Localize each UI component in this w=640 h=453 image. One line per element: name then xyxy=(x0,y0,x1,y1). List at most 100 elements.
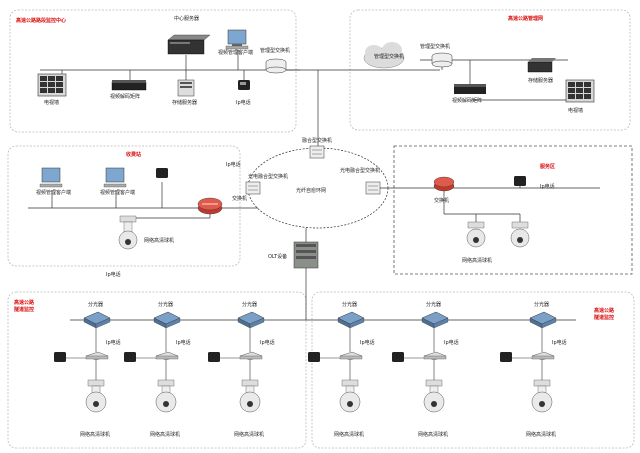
decoder-matrix-icon xyxy=(111,80,147,91)
label-ip-phone-right: Ip电话 xyxy=(540,183,555,190)
title-monitor-center: 高速公路路段监控中心 xyxy=(16,17,66,24)
ip-phone-icon-mid xyxy=(156,168,168,178)
ip-phone-icon xyxy=(54,352,66,362)
label-switch-left: 交换机 xyxy=(232,195,247,202)
dome-camera-icon xyxy=(339,379,361,413)
onu-icon xyxy=(85,351,109,361)
label-camera: 网络高清球机 xyxy=(234,431,264,438)
ip-phone-icon xyxy=(392,352,404,362)
label-monitor-client: 视频管理客户端 xyxy=(218,49,253,56)
router-icon-left xyxy=(197,197,223,215)
toll-storage-icon xyxy=(527,58,556,73)
title-tunnel-right: 高速公路 xyxy=(594,307,615,314)
splitter-icon xyxy=(529,311,557,329)
splitter-icon xyxy=(153,311,181,329)
label-splitter: 分光器 xyxy=(88,301,103,308)
title-tunnel-right-2: 隧道监控 xyxy=(594,314,614,321)
label-pc-2: 视频管理客户端 xyxy=(100,189,135,196)
label-ip-phone: Ip电话 xyxy=(260,339,275,346)
pc-icon-1 xyxy=(39,167,63,188)
toll-decoder-icon xyxy=(454,84,486,94)
ip-phone-icon xyxy=(124,352,136,362)
label-toll-video-wall: 电视墙 xyxy=(568,107,583,114)
title-tunnel-left-2: 隧道监控 xyxy=(14,306,34,313)
title-service-area: 收费站 xyxy=(126,151,141,158)
label-toll-mgmt-switch: 管理型交换机 xyxy=(420,43,450,50)
onu-icon xyxy=(339,351,363,361)
ip-phone-icon xyxy=(308,352,320,362)
label-ip-phone: Ip电话 xyxy=(444,339,459,346)
region-service-area xyxy=(7,145,241,267)
label-ip-phone-top: Ip电话 xyxy=(236,99,251,106)
toll-mgmt-switch-icon xyxy=(431,52,453,68)
central-server-icon xyxy=(167,34,211,55)
label-splitter: 分光器 xyxy=(342,301,357,308)
onu-icon xyxy=(423,351,447,361)
monitor-pc-icon xyxy=(225,29,249,50)
label-ip-phone: Ip电话 xyxy=(360,339,375,346)
label-ip-phone: Ip电话 xyxy=(106,339,121,346)
dome-camera-rest-2 xyxy=(510,221,530,248)
region-monitor-center xyxy=(9,9,297,133)
label-storage-server: 存储服务器 xyxy=(172,99,197,106)
label-camera-left: 网络高清球机 xyxy=(144,237,174,244)
label-optical-switch-right: 光电融合型交换机 xyxy=(340,167,380,174)
label-ip-phone: Ip电话 xyxy=(552,339,567,346)
splitter-icon xyxy=(421,311,449,329)
dome-camera-icon xyxy=(239,379,261,413)
label-central-server: 中心服务器 xyxy=(174,15,199,22)
label-splitter: 分光器 xyxy=(534,301,549,308)
toll-video-wall-icon xyxy=(565,79,595,103)
label-optical-switch-left: 光电融合型交换机 xyxy=(248,173,288,180)
label-splitter: 分光器 xyxy=(426,301,441,308)
region-rest-area xyxy=(393,145,633,275)
label-splitter: 分光器 xyxy=(158,301,173,308)
dome-camera-icon xyxy=(155,379,177,413)
label-camera: 网络高清球机 xyxy=(150,431,180,438)
label-camera: 网络高清球机 xyxy=(418,431,448,438)
pc-icon-2 xyxy=(103,167,127,188)
label-toll-decoder: 视频解码矩阵 xyxy=(452,97,482,104)
olt-icon xyxy=(293,241,319,269)
label-pc-1: 视频管理客户端 xyxy=(36,189,71,196)
label-mgmt-switch-top: 管理型交换机 xyxy=(260,47,290,54)
title-tunnel-left: 高速公路 xyxy=(14,299,35,306)
tunnel-units: 分光器Ip电话网络高清球机分光器Ip电话网络高清球机分光器Ip电话网络高清球机分… xyxy=(54,301,567,438)
dome-camera-icon xyxy=(85,379,107,413)
ip-phone-icon xyxy=(238,80,250,90)
onu-icon xyxy=(155,351,179,361)
label-camera: 网络高清球机 xyxy=(334,431,364,438)
onu-icon xyxy=(239,351,263,361)
label-switch-right: 交换机 xyxy=(434,197,449,204)
video-wall-icon xyxy=(37,73,67,97)
ip-phone-icon xyxy=(208,352,220,362)
dome-camera-left xyxy=(118,215,138,250)
label-splitter: 分光器 xyxy=(242,301,257,308)
label-camera: 网络高清球机 xyxy=(526,431,556,438)
title-toll-network: 高速公路管理网 xyxy=(508,15,543,22)
ip-phone-icon xyxy=(500,352,512,362)
label-video-wall: 电视墙 xyxy=(44,99,59,106)
label-converge-switch-top: 融合型交换机 xyxy=(302,137,332,144)
optical-switch-right-icon xyxy=(365,181,381,195)
label-cloud: 管理型交换机 xyxy=(374,53,404,60)
label-toll-storage: 存储服务器 xyxy=(528,77,553,84)
label-optical-ring: 光纤自愈环网 xyxy=(296,187,326,194)
onu-icon xyxy=(531,351,555,361)
cloud-icon xyxy=(363,42,405,69)
label-camera: 网络高清球机 xyxy=(80,431,110,438)
dome-camera-icon xyxy=(531,379,553,413)
optical-switch-left-icon xyxy=(245,181,261,195)
splitter-icon xyxy=(237,311,265,329)
router-icon-right xyxy=(433,176,455,192)
label-camera-rest: 网络高清球机 xyxy=(462,257,492,264)
dome-camera-rest-1 xyxy=(466,221,486,248)
region-tunnel-right xyxy=(311,291,635,449)
